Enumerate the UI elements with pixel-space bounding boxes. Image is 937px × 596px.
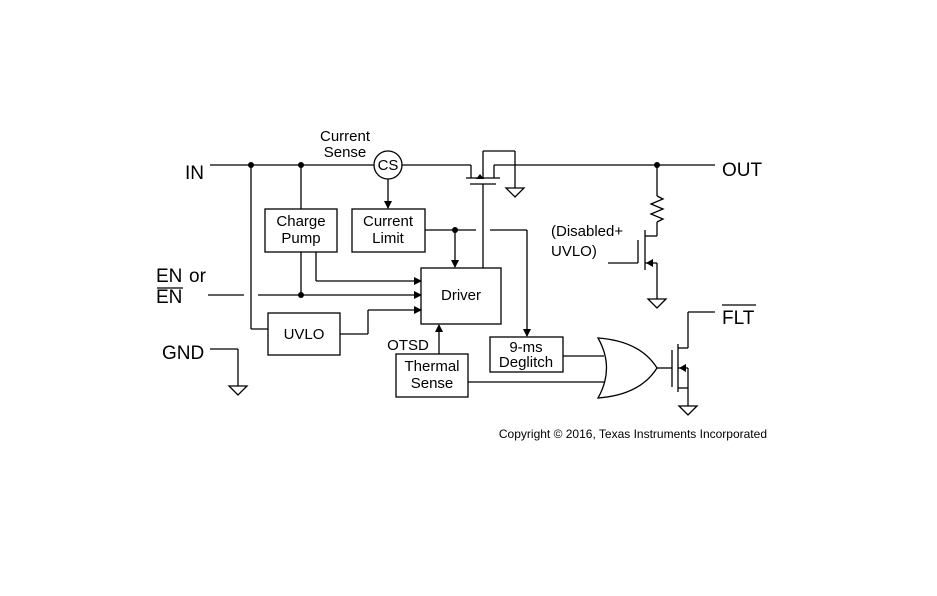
pin-in-label: IN: [185, 163, 204, 184]
fet-ground-symbol: [504, 187, 526, 198]
discharge-resistor: [649, 195, 665, 223]
pin-en-label: EN: [156, 266, 182, 287]
pin-flt-label: FLT: [722, 308, 755, 329]
fet-body-arrow: [476, 174, 484, 179]
charge-pump-label-2: Pump: [281, 230, 320, 247]
deglitch-label-1: 9-ms: [509, 339, 542, 356]
flt-ground-symbol: [677, 405, 699, 416]
uvlo-block: [267, 312, 341, 356]
or-gate: [596, 337, 658, 399]
pin-en-or-label: or: [189, 266, 207, 287]
deglitch-label-2: Deglitch: [499, 354, 553, 371]
current-sense-label-2: Sense: [324, 144, 367, 161]
otsd-label: OTSD: [387, 337, 429, 354]
discharge-fet-arrow: [646, 259, 653, 267]
pin-out-label: OUT: [722, 160, 763, 181]
copyright-notice: Copyright © 2016, Texas Instruments Inco…: [499, 427, 767, 441]
flt-fet-arrow: [679, 364, 686, 372]
thermal-sense-label-1: Thermal: [404, 358, 459, 375]
pin-gnd-label: GND: [162, 343, 204, 364]
current-sense-label-1: Current: [320, 128, 371, 145]
pulldown-note-1: (Disabled+: [551, 223, 623, 240]
charge-pump-block: [264, 208, 338, 253]
gnd-ground-symbol: [227, 385, 249, 396]
driver-label: Driver: [441, 287, 481, 304]
current-sense-symbol-label: CS: [378, 157, 399, 174]
charge-pump-label-1: Charge: [276, 213, 325, 230]
pin-en-bar-label: EN: [156, 287, 182, 308]
driver-block: [420, 267, 502, 325]
thermal-sense-block: [395, 353, 469, 398]
thermal-sense-label-2: Sense: [411, 375, 454, 392]
pulldown-note-2: UVLO): [551, 243, 597, 260]
current-limit-label-2: Limit: [372, 230, 405, 247]
discharge-ground-symbol: [646, 298, 668, 309]
junction-dot: [298, 292, 304, 298]
uvlo-label: UVLO: [284, 326, 325, 343]
current-limit-label-1: Current: [363, 213, 414, 230]
deglitch-block: [489, 336, 564, 373]
